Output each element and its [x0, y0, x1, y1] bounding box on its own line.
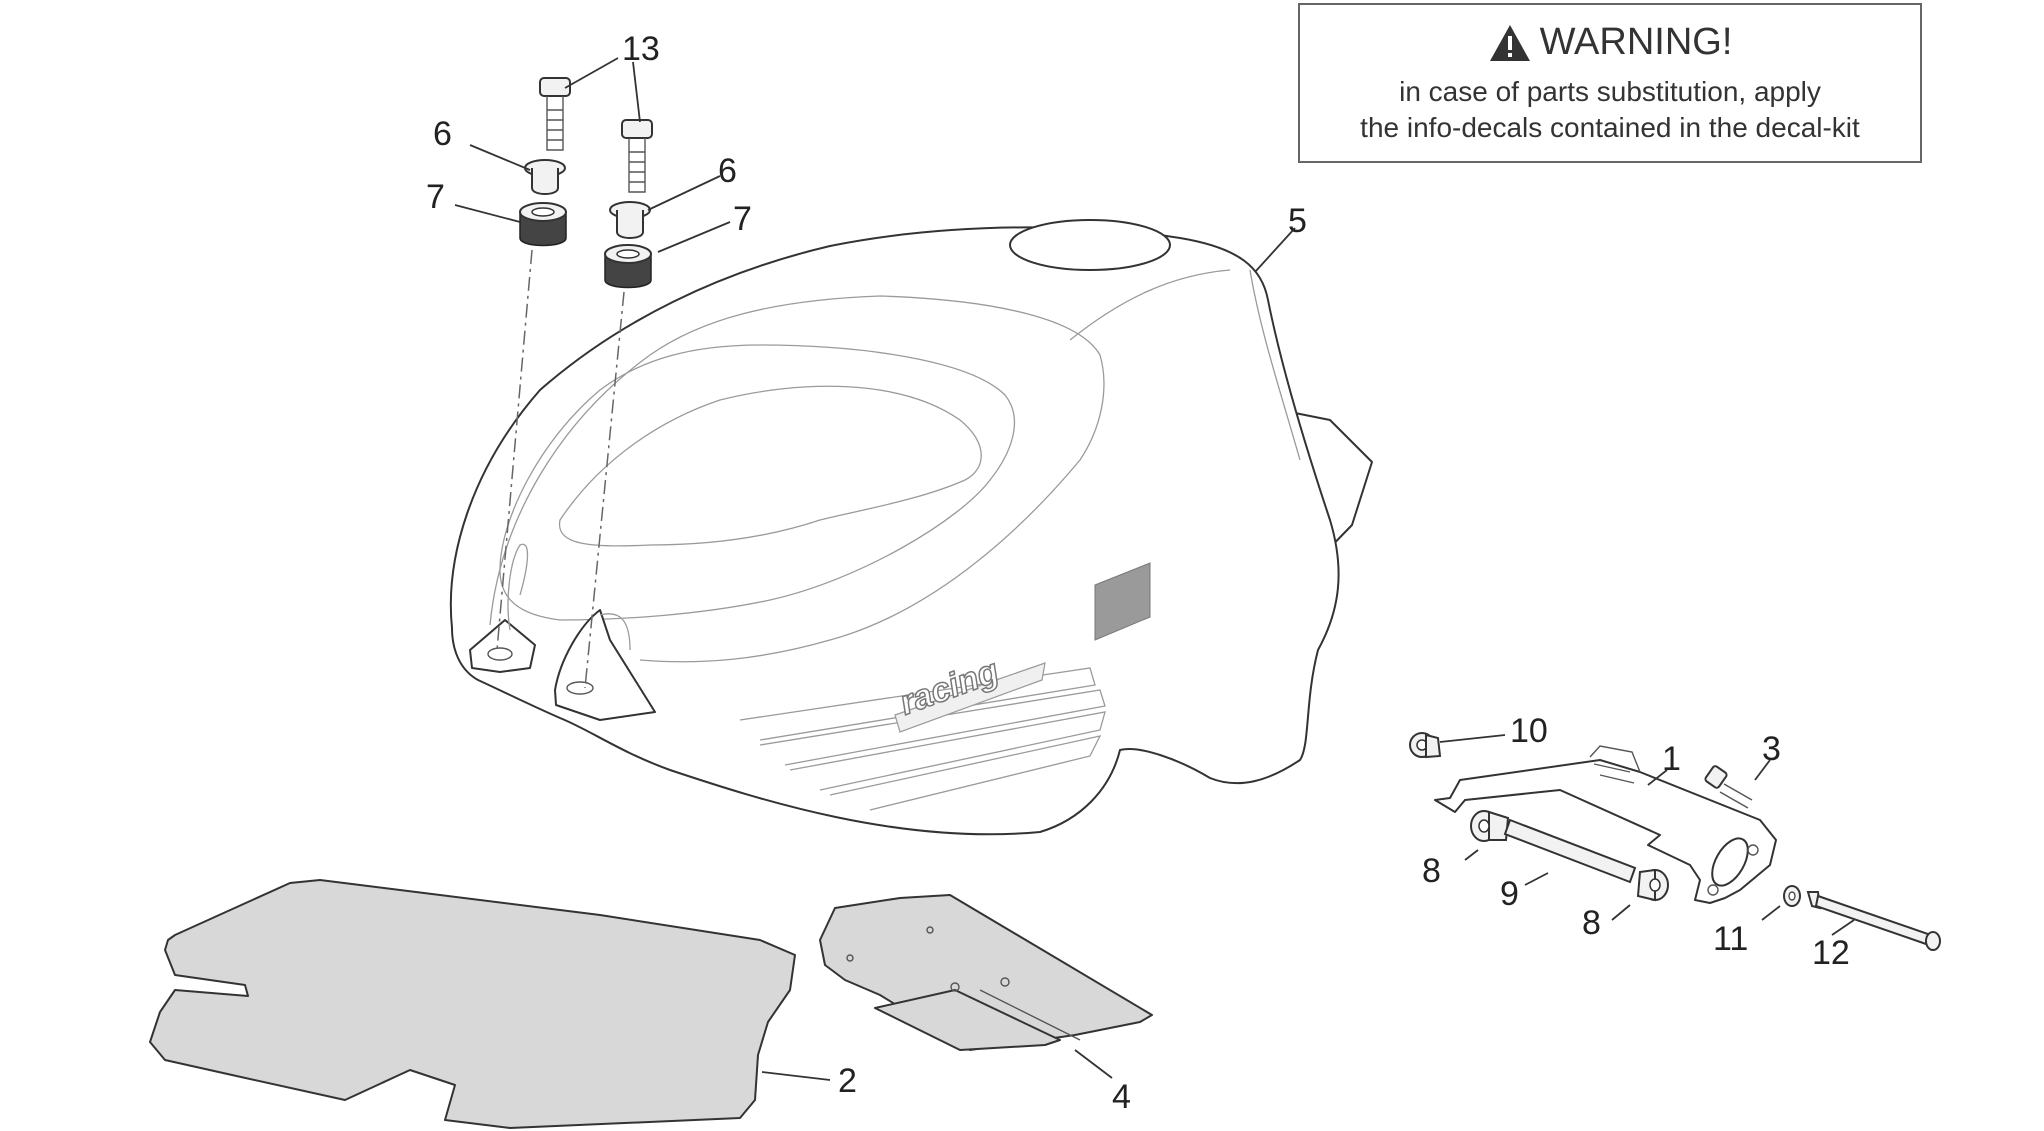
callout-4: 4: [1112, 1078, 1131, 1116]
leader-lines: [454, 57, 1855, 1081]
warning-box: WARNING! in case of parts substitution, …: [1298, 3, 1922, 163]
bushing-10: [1409, 732, 1442, 759]
callout-10: 10: [1510, 712, 1548, 750]
callout-1: 1: [1662, 740, 1681, 778]
bolt-13-right: [621, 119, 653, 193]
bolt-3: [1704, 765, 1753, 809]
bushing-8-left: [1470, 810, 1510, 842]
bushing-8-right: [1636, 868, 1669, 902]
callout-6-right: 6: [718, 152, 737, 190]
warning-triangle-icon: [1489, 24, 1530, 61]
callout-8-right: 8: [1582, 904, 1601, 942]
grommet-7-right: [604, 244, 652, 289]
callout-11: 11: [1713, 920, 1748, 958]
warning-title: WARNING!: [1300, 21, 1920, 64]
washer-11: [1783, 885, 1801, 907]
callout-13: 13: [622, 30, 660, 68]
spacer-6-left: [524, 159, 566, 195]
warning-line-1: in case of parts substitution, apply: [1399, 76, 1821, 107]
pin-9: [1503, 818, 1637, 884]
callout-8-left: 8: [1422, 852, 1441, 890]
bolt-12: [1806, 891, 1941, 951]
assembly-axis-left: [496, 249, 533, 651]
callout-2: 2: [838, 1062, 857, 1100]
warning-line-2: the info-decals contained in the decal-k…: [1360, 112, 1860, 143]
callout-7-left: 7: [426, 178, 445, 216]
callout-9: 9: [1500, 875, 1519, 913]
bracket-1: [1434, 745, 1777, 904]
assembly-axis-right: [584, 291, 625, 689]
callout-12: 12: [1812, 934, 1850, 972]
callout-3: 3: [1762, 730, 1781, 768]
callout-6-left: 6: [433, 115, 452, 153]
spacer-6-right: [609, 201, 651, 239]
warning-title-text: WARNING!: [1539, 21, 1733, 63]
pad-2: [149, 879, 796, 1129]
fuel-tank: racing: [449, 219, 1373, 836]
pad-4: [819, 894, 1153, 1051]
callout-5: 5: [1288, 202, 1307, 240]
grommet-7-left: [519, 202, 567, 247]
callout-7-right: 7: [733, 200, 752, 238]
bolt-13-left: [539, 77, 571, 151]
